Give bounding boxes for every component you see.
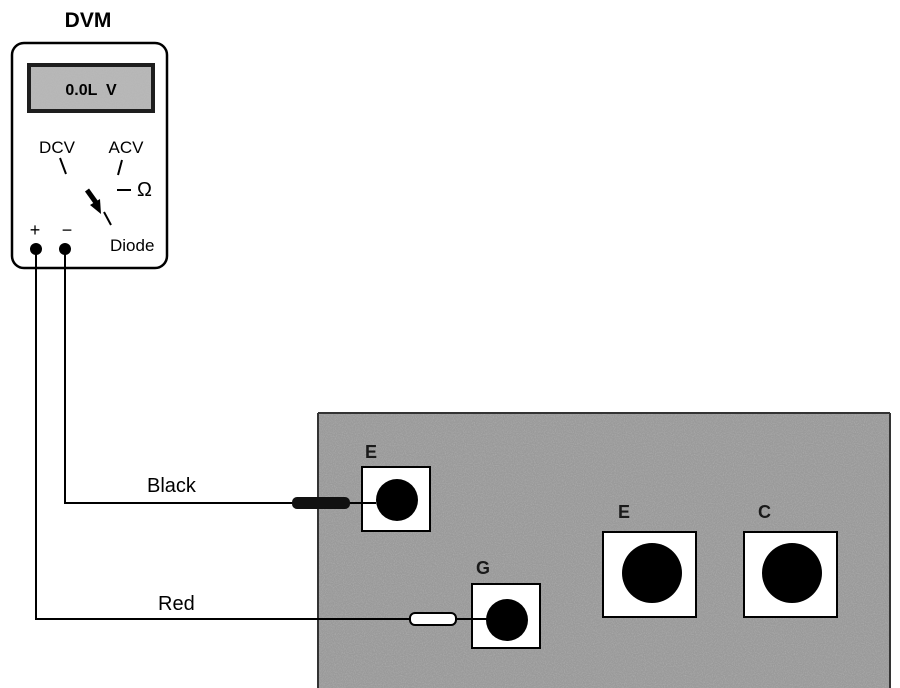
mode-tick-dcv [59,157,67,175]
label-black-lead: Black [147,475,197,497]
polarity-plus: + [30,220,41,240]
mode-label-diode: Diode [110,236,154,255]
red-probe-tip[interactable] [409,612,457,626]
red-test-lead: Red [35,249,488,626]
black-probe-tip[interactable] [292,497,350,509]
label-red-lead: Red [158,593,195,615]
black-test-lead: Black [64,249,376,509]
red-lead-wire [35,249,410,620]
component-board: E G E C [317,412,891,688]
selector-knob-arrow [84,188,101,214]
contact-emitter-large[interactable] [622,543,682,603]
polarity-minus: − [62,220,73,240]
contact-gate[interactable] [486,599,528,641]
mode-label-acv: ACV [109,138,145,157]
contact-collector[interactable] [762,543,822,603]
digital-voltmeter: DVM 0.0L V DCV ACV Ω Diode + − [10,9,169,270]
terminal-label-emitter-small: E [365,442,377,462]
meter-lcd-reading: 0.0L V [65,82,117,99]
mode-label-dcv: DCV [39,138,76,157]
terminal-label-emitter-large: E [618,502,630,522]
terminal-label-gate: G [476,558,490,578]
meter-lcd-screen [31,67,151,109]
mode-label-ohm: Ω [137,179,152,201]
black-lead-wire [64,249,292,504]
meter-title: DVM [65,9,112,32]
mode-tick-acv [117,159,123,176]
terminal-label-collector: C [758,502,771,522]
mode-tick-diode [103,211,112,226]
contact-emitter-small[interactable] [376,479,418,521]
